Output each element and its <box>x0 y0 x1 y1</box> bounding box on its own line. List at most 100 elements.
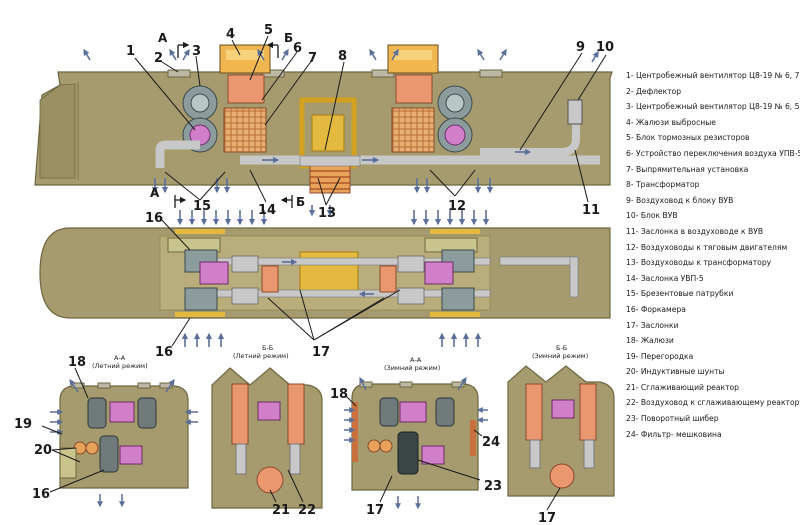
legend-item: 15- Брезентовые патрубки <box>626 289 734 299</box>
callout-16: 16 <box>145 211 163 226</box>
view-mode-2: (Летний режим) <box>233 352 289 360</box>
legend-item: 17- Заслонки <box>626 320 679 330</box>
callout-5: 5 <box>264 23 273 38</box>
callout-16-section: 16 <box>32 487 50 502</box>
view-title-2: Б-Б <box>262 344 273 352</box>
legend-item: 7- Выпрямительная установка <box>626 164 749 174</box>
legend-item: 9- Воздуховод к блоку ВУВ <box>626 195 734 205</box>
legend-item: 22- Воздуховод к сглаживающему реактору <box>626 398 800 408</box>
callout-3: 3 <box>192 44 201 59</box>
callout-20: 20 <box>34 443 52 458</box>
rectifier-unit <box>391 107 435 153</box>
brake-resistor-block <box>261 265 279 293</box>
legend-item: 20- Индуктивные шунты <box>626 367 725 377</box>
louver <box>430 229 480 234</box>
rectifier-unit <box>223 107 267 153</box>
legend-item: 8- Трансформатор <box>626 180 700 190</box>
callout-24: 24 <box>482 435 500 450</box>
callout-17-section: 17 <box>366 503 384 518</box>
callout-2: 2 <box>154 51 163 66</box>
section-markers <box>174 41 293 208</box>
callout-4: 4 <box>226 27 235 42</box>
callout-10: 10 <box>596 40 614 55</box>
callout-18-a: 18 <box>68 355 86 370</box>
callout-15: 15 <box>193 199 211 214</box>
legend: 1- Центробежный вентилятор Ц8-19 № 6, 7 2… <box>626 68 800 442</box>
callout-13: 13 <box>318 206 336 221</box>
duct-to-vuv <box>480 112 580 156</box>
view-title-4: Б-Б <box>556 344 567 352</box>
motor <box>199 261 229 285</box>
callout-11: 11 <box>582 203 600 218</box>
rectifier-unit <box>397 287 425 305</box>
section-mark-a-bottom: А <box>150 186 160 200</box>
transformer-coil <box>309 164 351 194</box>
legend-item: 6- Устройство переключения воздуха УПВ-5 <box>626 148 800 158</box>
callout-12: 12 <box>448 199 466 214</box>
legend-item: 3- Центробежный вентилятор Ц8-19 № 6, 5 <box>626 102 800 112</box>
legend-item: 18- Жалюзи <box>626 336 674 346</box>
view-mode-3: (Зимний режим) <box>384 364 440 372</box>
louver <box>430 312 480 317</box>
callout-18-b: 18 <box>330 387 348 402</box>
motor <box>424 261 454 285</box>
cross-section-bb-summer: Б-Б (Летний режим) <box>211 344 323 509</box>
callout-7: 7 <box>308 51 317 66</box>
duct-to-vuv <box>499 256 576 266</box>
airflow-arrows <box>83 48 599 217</box>
view-mode-1: (Летний режим) <box>92 362 148 370</box>
legend-item: 10- Блок ВУВ <box>626 211 678 221</box>
roof-deflector <box>167 69 191 78</box>
rectifier-unit <box>231 255 259 273</box>
callout-21: 21 <box>272 503 290 518</box>
callout-19: 19 <box>14 417 32 432</box>
brake-resistor-block <box>379 265 397 293</box>
centrifugal-fan <box>184 287 218 311</box>
legend-item: 19- Перегородка <box>626 351 694 361</box>
section-mark-b-top: Б <box>284 31 293 45</box>
centrifugal-fan <box>441 287 475 311</box>
louver <box>175 312 225 317</box>
rectifier-unit <box>397 255 425 273</box>
legend-item: 12- Воздуховоды к тяговым двигателям <box>626 242 788 252</box>
legend-item: 21- Сглаживающий реактор <box>626 382 739 392</box>
callout-22: 22 <box>298 503 316 518</box>
rectifier-unit <box>231 287 259 305</box>
section-mark-a-top: А <box>158 31 168 45</box>
view-title-1: А-А <box>114 354 126 362</box>
legend-item: 4- Жалюзи выбросные <box>626 117 716 127</box>
cross-section-bb-winter: Б-Б (Зимний режим) <box>507 344 615 497</box>
callout-1: 1 <box>126 44 135 59</box>
view-title-3: А-А <box>410 356 422 364</box>
brake-resistor-block <box>395 74 433 104</box>
side-elevation <box>34 44 613 217</box>
air-duct <box>155 140 200 168</box>
callout-17-winter: 17 <box>538 511 556 525</box>
callout-8: 8 <box>338 49 347 64</box>
callout-6: 6 <box>293 41 302 56</box>
callout-14: 14 <box>258 203 276 218</box>
section-mark-b-bottom: Б <box>296 195 305 209</box>
legend-item: 23- Поворотный шибер <box>626 414 719 424</box>
louver <box>175 229 225 234</box>
plan-view <box>39 210 611 347</box>
airflow-arrows <box>176 210 490 347</box>
legend-item: 13- Воздуховоды к трансформатору <box>626 258 772 268</box>
cross-section-aa-summer <box>50 379 198 508</box>
callout-23: 23 <box>484 479 502 494</box>
legend-item: 2- Дефлектор <box>626 86 682 96</box>
roof-deflector <box>479 69 503 78</box>
legend-item: 5- Блок тормозных резисторов <box>626 133 750 143</box>
callout-16-plan: 16 <box>155 345 173 360</box>
cross-section-aa-winter <box>344 376 488 510</box>
legend-item: 1- Центробежный вентилятор Ц8-19 № 6, 7 <box>626 71 800 80</box>
brake-resistor-block <box>227 74 265 104</box>
callout-17: 17 <box>312 345 330 360</box>
vuv-block <box>567 99 583 125</box>
legend-item: 14- Заслонка УВП-5 <box>626 273 704 283</box>
legend-item: 11- Заслонка в воздуховоде к ВУВ <box>626 226 764 236</box>
callout-9: 9 <box>576 40 585 55</box>
leader-lines <box>41 35 607 511</box>
